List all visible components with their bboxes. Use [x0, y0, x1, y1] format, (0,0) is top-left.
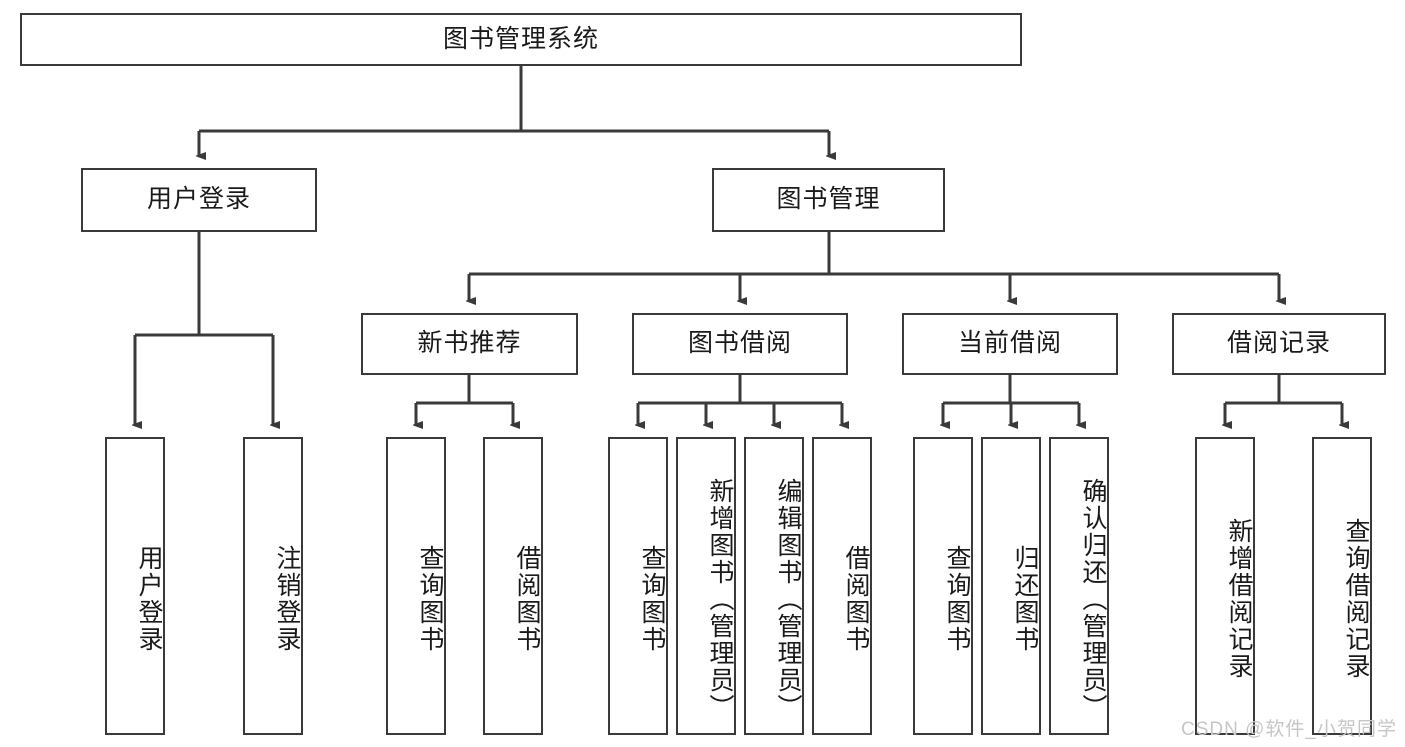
node-book-management[interactable]: 图书管理	[712, 168, 945, 232]
leaf-book-borrow-edit-admin[interactable]: 编辑图书（管理员）	[744, 437, 804, 735]
node-book-borrow[interactable]: 图书借阅	[632, 313, 848, 375]
leaf-current-borrow-confirm-admin[interactable]: 确认归还（管理员）	[1049, 437, 1109, 735]
leaf-current-borrow-query[interactable]: 查询图书	[913, 437, 973, 735]
leaf-new-book-query[interactable]: 查询图书	[386, 437, 446, 735]
leaf-new-book-borrow[interactable]: 借阅图书	[483, 437, 543, 735]
leaf-book-borrow-add-admin[interactable]: 新增图书（管理员）	[676, 437, 736, 735]
node-user-login[interactable]: 用户登录	[81, 168, 317, 232]
node-new-book-recommend[interactable]: 新书推荐	[361, 313, 578, 375]
leaf-user-login-login[interactable]: 用户登录	[105, 437, 165, 735]
leaf-user-login-logout[interactable]: 注销登录	[243, 437, 303, 735]
leaf-borrow-record-add[interactable]: 新增借阅记录	[1195, 437, 1255, 735]
leaf-book-borrow-borrow[interactable]: 借阅图书	[812, 437, 872, 735]
leaf-current-borrow-return[interactable]: 归还图书	[981, 437, 1041, 735]
node-root-system[interactable]: 图书管理系统	[20, 13, 1022, 66]
leaf-borrow-record-query[interactable]: 查询借阅记录	[1312, 437, 1372, 735]
node-current-borrow[interactable]: 当前借阅	[902, 313, 1118, 375]
node-borrow-record[interactable]: 借阅记录	[1172, 313, 1386, 375]
leaf-book-borrow-query[interactable]: 查询图书	[608, 437, 668, 735]
